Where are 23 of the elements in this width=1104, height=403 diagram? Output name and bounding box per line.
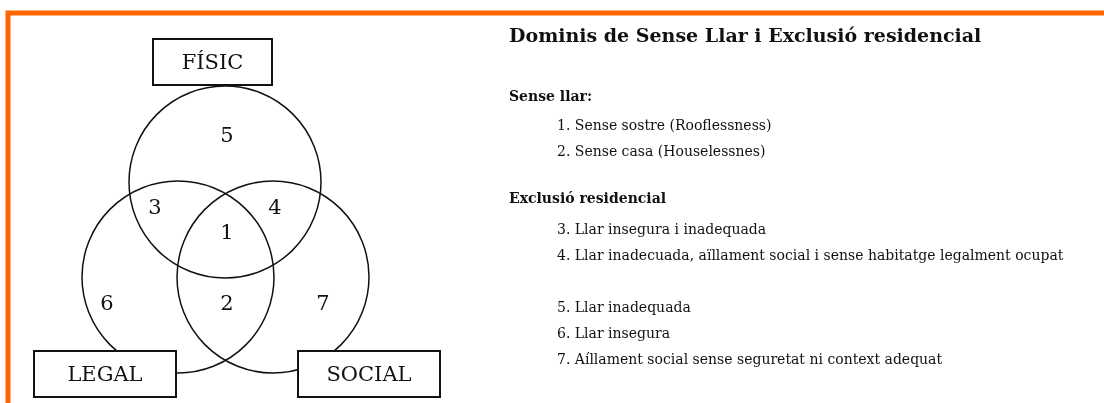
list-item: 7. Aíllament social sense seguretat ni context adequat [557, 350, 944, 369]
domain-label-box [297, 350, 441, 398]
region-number: 2 [220, 292, 234, 314]
domain-label-box [152, 38, 273, 86]
list-item: 5. Llar inadequada [557, 298, 692, 317]
section-heading: Exclusió residencial [509, 190, 667, 206]
list-item: 2. Sense casa (Houselessnes) [557, 142, 767, 161]
list-item: 6. Llar insegura [557, 324, 672, 343]
region-number: 3 [148, 196, 162, 218]
region-number: 6 [100, 292, 114, 314]
domain-name: FÍSIC [181, 50, 244, 74]
domain-name: LEGAL [67, 362, 143, 386]
region-number: 1 [220, 221, 234, 243]
section-heading: Sense llar: [509, 88, 593, 104]
title: Dominis de Sense Llar i Exclusió residencial [509, 24, 982, 46]
region-number: 5 [220, 124, 234, 146]
list-item: 4. Llar inadecuada, aïllament social i sense habitatge legalment ocupat [557, 246, 1065, 265]
region-number: 7 [316, 292, 330, 314]
list-item: 3. Llar insegura i inadequada [557, 220, 768, 239]
domain-name: SOCIAL [326, 362, 412, 386]
region-number: 4 [268, 196, 282, 218]
domain-label-box [33, 350, 177, 398]
list-item: 1. Sense sostre (Rooflessness) [557, 116, 773, 135]
